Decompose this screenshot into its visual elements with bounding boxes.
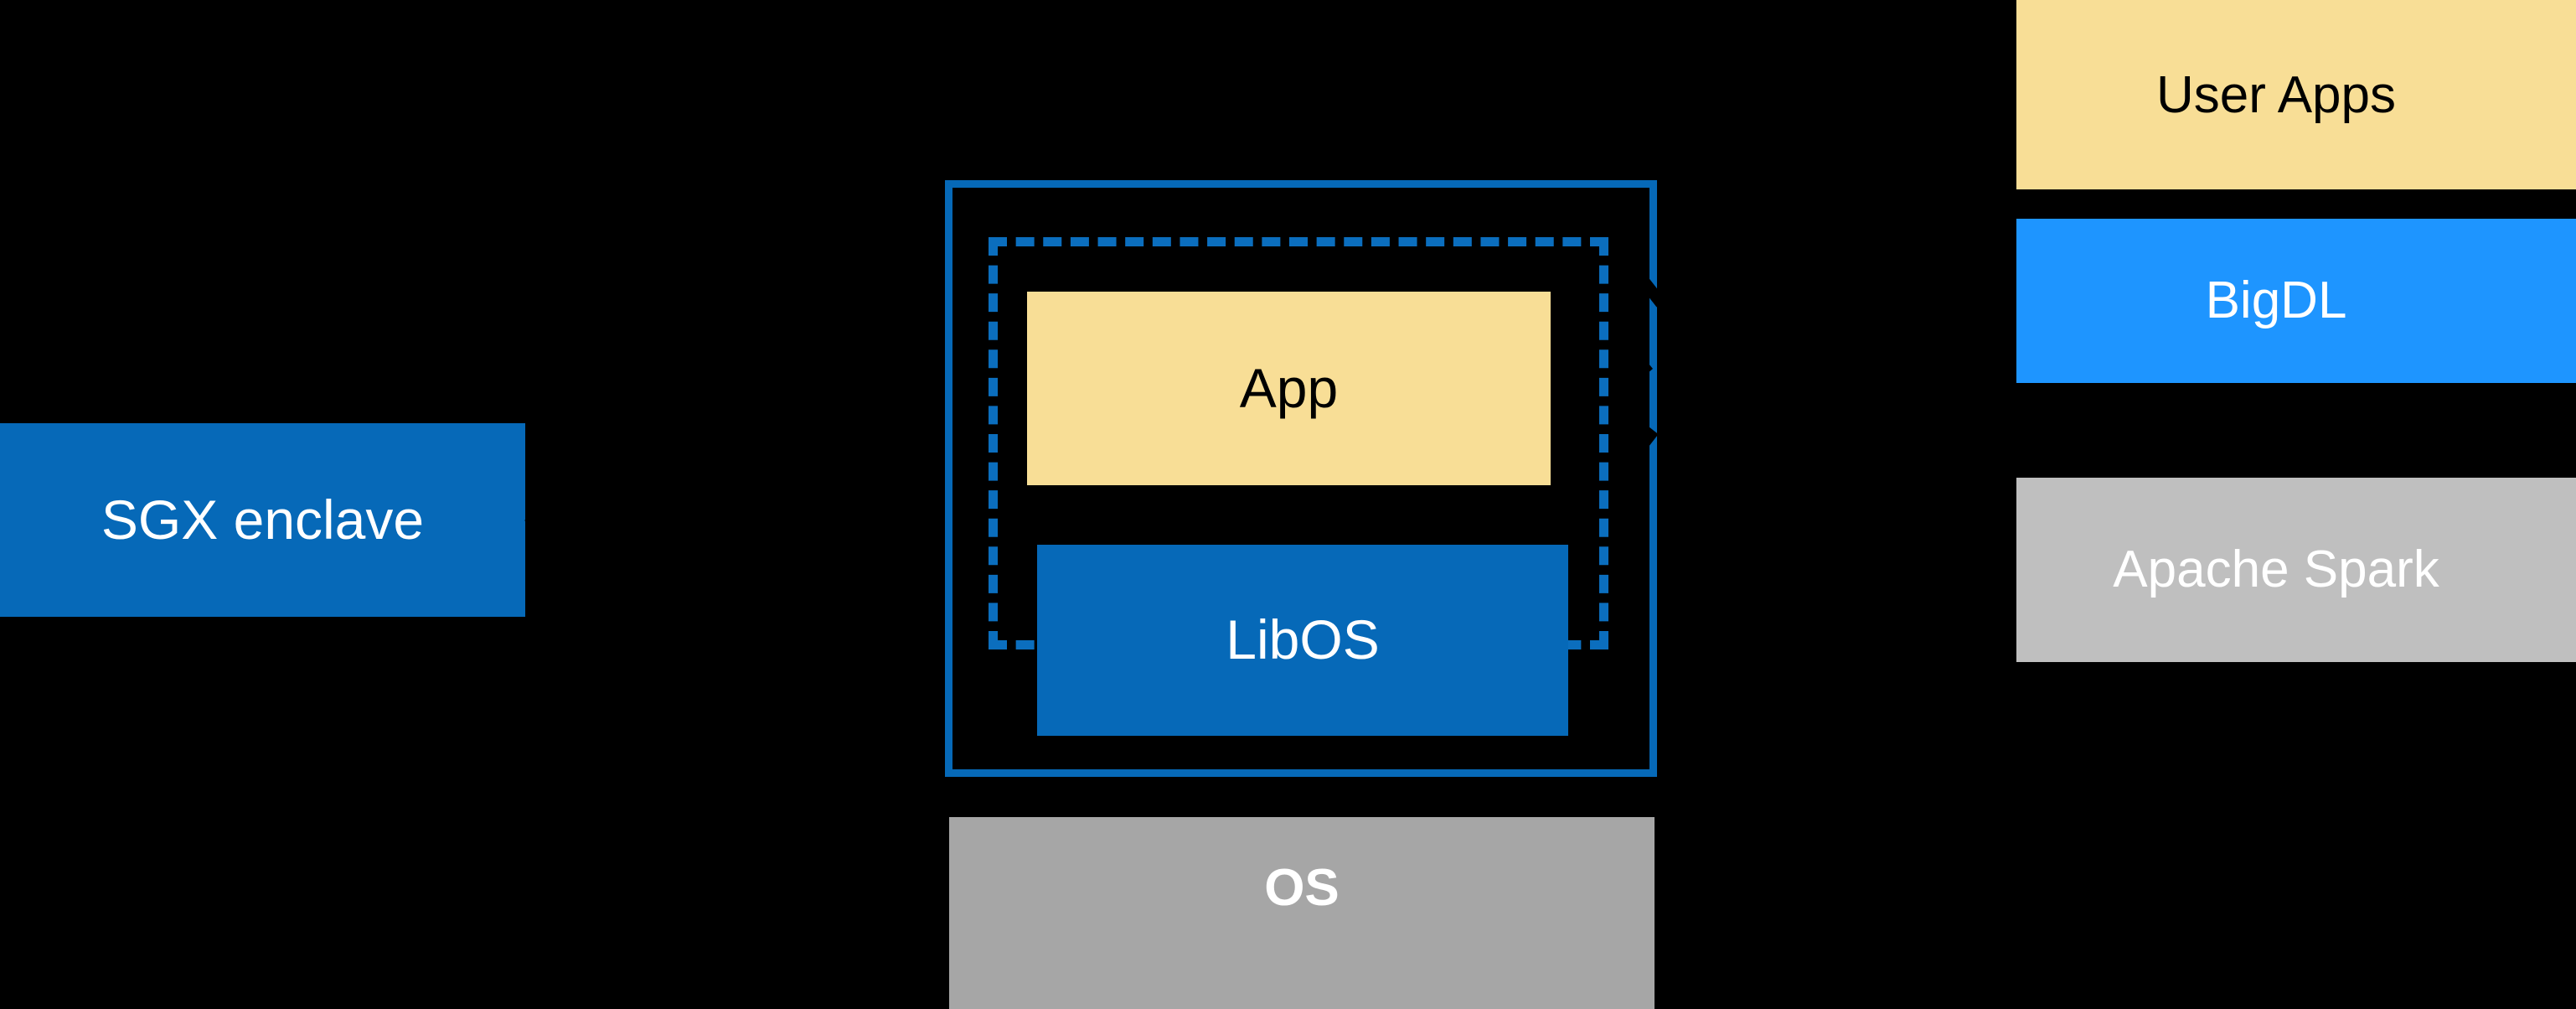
app-label: App <box>1239 356 1339 419</box>
sgx-enclave-box[interactable]: SGX enclave <box>0 423 525 617</box>
user-apps-label: User Apps <box>2155 65 2397 124</box>
bigdl-label: BigDL <box>2205 272 2347 330</box>
apache-spark-label: Apache Spark <box>2113 541 2439 599</box>
enclave-boundary-outline <box>945 180 1657 777</box>
user-apps-box[interactable]: User Apps <box>2016 0 2576 189</box>
sgx-enclave-arrow-icon <box>521 510 543 531</box>
os-box[interactable]: OS <box>949 817 1655 1009</box>
libos-box[interactable]: LibOS <box>1037 545 1568 736</box>
libos-label: LibOS <box>1226 608 1380 671</box>
os-label: OS <box>1264 859 1340 917</box>
app-box[interactable]: App <box>1027 292 1551 485</box>
sgx-enclave-label: SGX enclave <box>101 488 425 551</box>
bigdl-box[interactable]: BigDL <box>2016 219 2576 383</box>
apache-spark-box[interactable]: Apache Spark <box>2016 478 2576 662</box>
